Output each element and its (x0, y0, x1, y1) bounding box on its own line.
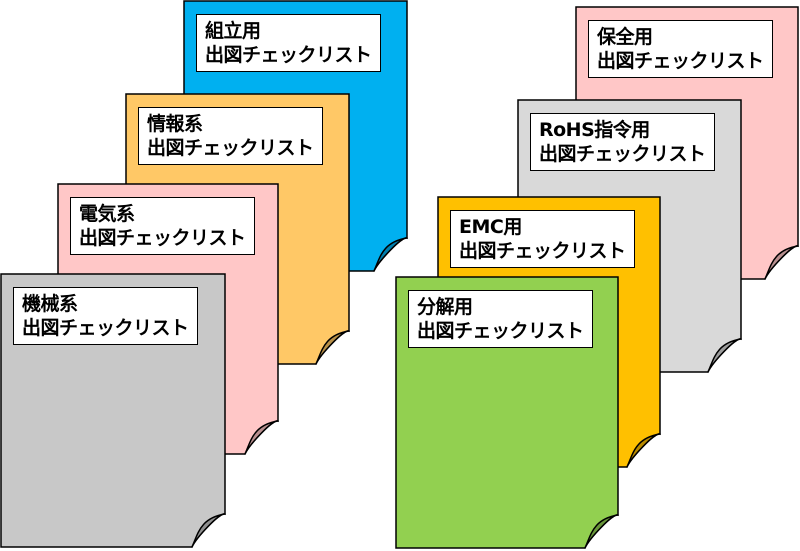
card-subtitle: 出図チェックリスト (539, 143, 706, 165)
card-label-disassembly: 分解用 出図チェックリスト (408, 290, 593, 348)
paper-fold (584, 514, 619, 549)
card-title: 電気系 (79, 203, 135, 225)
card-label-rohs: RoHS指令用 出図チェックリスト (530, 113, 715, 171)
paper-fold (244, 420, 279, 455)
card-title: RoHS指令用 (539, 119, 650, 141)
card-title: EMC用 (459, 216, 522, 238)
card-title: 組立用 (205, 20, 261, 42)
card-disassembly: 分解用 出図チェックリスト (395, 276, 619, 549)
paper-fold (626, 433, 661, 468)
card-subtitle: 出図チェックリスト (22, 317, 189, 339)
paper-fold (707, 338, 742, 373)
paper-fold (373, 237, 408, 272)
card-title: 情報系 (147, 113, 203, 135)
card-subtitle: 出図チェックリスト (597, 50, 764, 72)
card-label-maintenance: 保全用 出図チェックリスト (588, 20, 773, 78)
card-label-assembly: 組立用 出図チェックリスト (196, 14, 381, 72)
card-subtitle: 出図チェックリスト (147, 137, 314, 159)
card-subtitle: 出図チェックリスト (417, 320, 584, 342)
card-subtitle: 出図チェックリスト (79, 227, 246, 249)
card-title: 保全用 (597, 26, 653, 48)
card-subtitle: 出図チェックリスト (459, 240, 626, 262)
card-label-emc: EMC用 出図チェックリスト (450, 210, 635, 268)
card-subtitle: 出図チェックリスト (205, 44, 372, 66)
card-label-electrical: 電気系 出図チェックリスト (70, 197, 255, 255)
card-title: 分解用 (417, 296, 473, 318)
paper-fold (315, 330, 350, 365)
card-title: 機械系 (22, 293, 78, 315)
card-label-mechanical: 機械系 出図チェックリスト (13, 287, 198, 345)
paper-fold (191, 513, 226, 548)
card-label-info: 情報系 出図チェックリスト (138, 107, 323, 165)
card-mechanical: 機械系 出図チェックリスト (0, 273, 226, 548)
paper-fold (764, 245, 799, 280)
